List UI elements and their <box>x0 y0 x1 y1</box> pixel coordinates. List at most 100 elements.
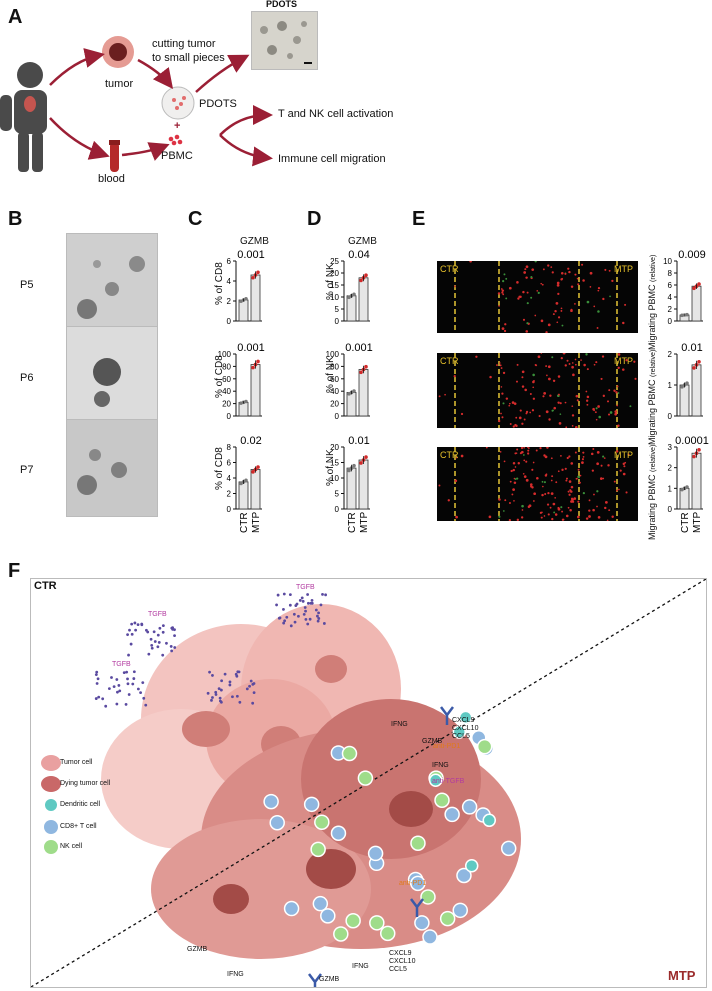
migrating-cell-dot <box>585 390 588 393</box>
migrating-cell-dot <box>567 267 570 270</box>
migrating-cell-dot <box>604 500 608 504</box>
migrating-cell-dot <box>601 355 605 358</box>
migrating-cell-dot <box>529 411 532 414</box>
pdots-label: PDOTS <box>199 98 237 110</box>
gzmb-label-3: GZMB <box>319 976 340 983</box>
d-p5-bar-mtp <box>358 277 369 322</box>
migrating-cell-dot <box>596 327 599 329</box>
nk-cell <box>379 925 396 942</box>
migrating-cell-dot <box>517 462 521 465</box>
tgfb-molecule <box>288 603 292 607</box>
d-p7-bar-ctr <box>346 467 357 510</box>
migrating-cell-dot <box>498 362 501 364</box>
c-p6-point-ctr <box>244 399 248 404</box>
migrating-cell-dot <box>536 476 539 480</box>
e-p6-p-value: 0.01 <box>681 342 702 354</box>
c-p5-ytick-label: 2 <box>227 297 232 306</box>
c-p5-bar-mtp <box>250 274 261 322</box>
tgfb-molecule <box>276 593 280 597</box>
migrating-cell-dot <box>608 509 611 512</box>
migrating-cell-dot <box>514 452 517 455</box>
migrating-cell-dot <box>523 459 526 462</box>
migrating-cell-dot <box>574 451 577 454</box>
migrating-cell-dot <box>515 424 518 428</box>
tgfb-molecule <box>171 627 175 631</box>
e-p7-bar-mtp <box>691 452 702 510</box>
migrating-cell-dot <box>509 480 512 483</box>
migrating-cell-dot <box>500 367 503 369</box>
migrating-cell-dot <box>561 468 564 472</box>
migrating-cell-dot <box>575 394 579 398</box>
panel-c-ylabel-2: % of CD8 <box>214 355 225 398</box>
migrating-cell-dot <box>588 515 591 518</box>
migrating-cell-dot <box>608 389 611 392</box>
panel-d-ylabel-2: % of NK <box>325 356 336 393</box>
tgfb-molecule <box>248 684 251 688</box>
tgfb-molecule <box>306 622 310 626</box>
tgfb-molecule <box>165 641 168 645</box>
tgfb-molecule <box>128 628 131 632</box>
migrating-cell-dot <box>577 515 580 519</box>
e-p6-point-mtp <box>697 359 701 364</box>
row-label-p5: P5 <box>20 279 34 291</box>
tgfb-molecule <box>308 617 312 621</box>
cd8-t-cell <box>367 845 384 862</box>
migrating-cell-dot <box>525 265 529 269</box>
tgfb-molecule <box>141 681 145 685</box>
tgfb-molecule <box>314 608 318 612</box>
migrating-cell-dot <box>576 277 579 280</box>
cutting-label-1: cutting tumor <box>152 38 216 50</box>
e-p7-ytick-label: 0 <box>668 505 673 514</box>
d-p7-bar-mtp <box>358 459 369 510</box>
migrating-cell-dot <box>550 479 553 482</box>
migrating-cell-dot <box>525 460 528 463</box>
migrating-cell-dot <box>438 484 441 487</box>
d-p7-ytick-label: 5 <box>335 490 340 499</box>
migrating-cell-dot <box>551 356 554 359</box>
migrating-cell-dot <box>525 412 528 415</box>
cd8-t-cell <box>330 825 347 841</box>
migrating-cell-dot <box>521 385 525 388</box>
tgfb-molecule <box>275 603 278 607</box>
panel-label-f: F <box>8 560 21 582</box>
d-p7-point-mtp <box>364 455 368 459</box>
nk-cell <box>345 913 361 929</box>
tgfb-molecule <box>301 599 305 603</box>
migrating-cell-dot <box>499 364 502 367</box>
migrating-cell-dot <box>523 418 526 421</box>
tgfb-molecule <box>144 703 148 707</box>
migrating-cell-dot <box>597 287 601 290</box>
pbmc-icon <box>168 134 183 146</box>
tgfb-molecule <box>127 693 131 696</box>
migrating-cell-dot <box>520 446 524 450</box>
migrating-cell-dot <box>604 506 607 510</box>
migrating-cell-dot <box>501 289 505 292</box>
migrating-cell-dot <box>504 499 507 502</box>
migrating-cell-dot <box>498 305 500 307</box>
e-p7-xtick-mtp: MTP <box>692 512 703 533</box>
cd8-t-cell <box>269 814 285 831</box>
migrating-cell-dot <box>600 464 603 467</box>
dendritic-cell <box>482 813 497 828</box>
tgfb-molecule <box>214 690 218 694</box>
d-p5-ytick-label: 0 <box>335 317 340 326</box>
migrating-cell-dot <box>561 510 564 513</box>
migrating-cell-dot <box>633 360 636 363</box>
migrating-cell-dot <box>624 303 627 306</box>
migrating-cell-dot <box>532 461 535 464</box>
d-p5-ytick-label: 25 <box>330 257 339 266</box>
e-p7-point-mtp <box>697 448 701 452</box>
migrating-cell-dot <box>615 450 619 453</box>
tgfb-molecule <box>107 687 111 691</box>
migrating-cell-dot <box>551 517 554 521</box>
migrating-cell-dot <box>525 276 528 279</box>
migrating-cell-dot <box>497 419 501 423</box>
migrating-cell-dot <box>570 497 574 500</box>
migrating-cell-dot <box>505 397 509 400</box>
migrating-cell-dot <box>532 373 535 377</box>
tgfb-molecule <box>310 598 314 602</box>
plus-sign: + <box>174 120 181 132</box>
migrating-cell-dot <box>541 283 544 286</box>
migrating-cell-dot <box>568 363 571 365</box>
migrating-cell-dot <box>586 403 589 406</box>
